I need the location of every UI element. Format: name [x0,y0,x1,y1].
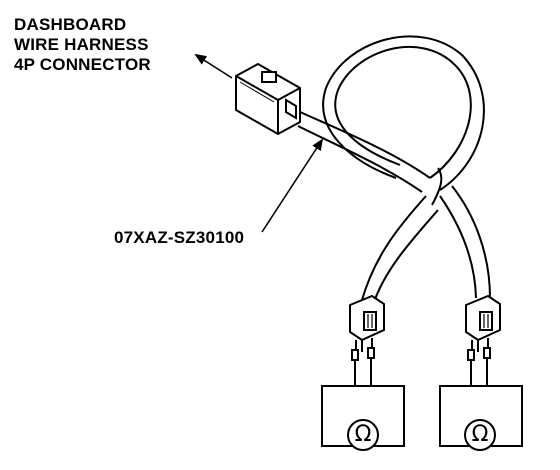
right-probe-plug [465,294,501,361]
right-lead [439,185,491,299]
right-ohmmeter [439,358,523,451]
left-probe-plug [349,294,385,361]
left-lead [361,195,439,303]
connector-leader-arrow [194,53,233,79]
dashboard-4p-connector [235,62,301,136]
tool-part-number-label: 07XAZ-SZ30100 [114,228,245,247]
tool-leader-arrow [261,138,324,233]
connector-label-line-3: 4P CONNECTOR [14,55,151,74]
main-cable [297,111,431,193]
right-ohm-symbol: Ω [471,422,489,447]
cable-loop [322,35,485,206]
left-ohm-symbol: Ω [354,422,372,447]
connector-label-line-1: DASHBOARD [14,15,127,34]
left-ohmmeter [321,358,405,451]
connector-label-line-2: WIRE HARNESS [14,35,149,54]
connector-callout-label: DASHBOARD WIRE HARNESS 4P CONNECTOR [14,15,151,75]
